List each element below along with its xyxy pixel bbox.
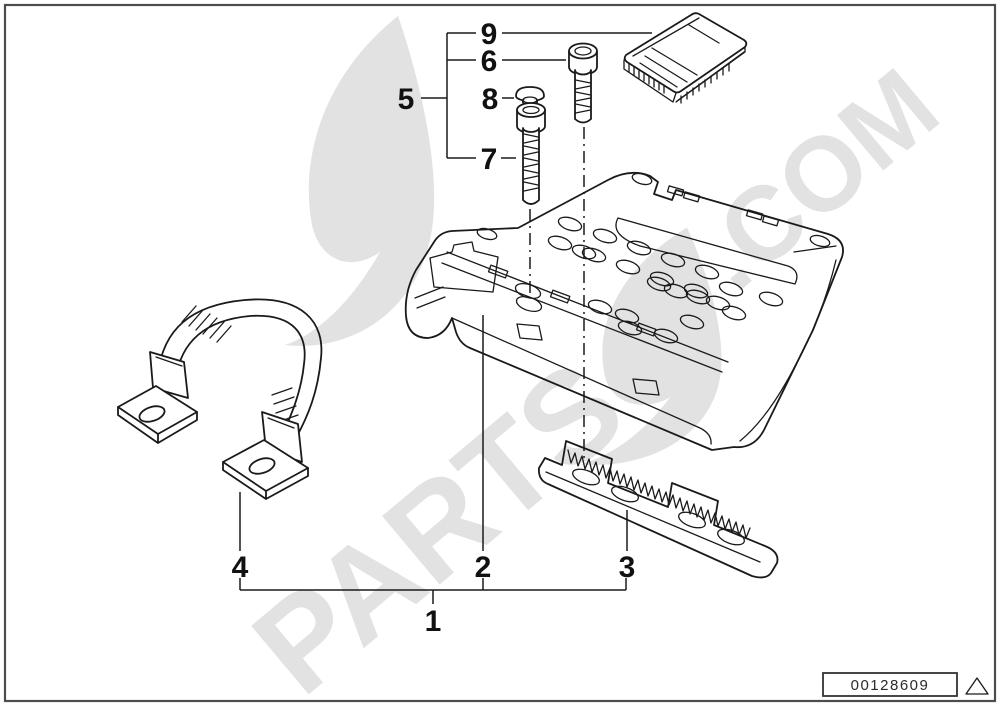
footer: 00128609 bbox=[822, 672, 989, 697]
callout-6: 6 bbox=[481, 45, 498, 78]
part-rack-base-plate bbox=[404, 171, 844, 451]
callout-8: 8 bbox=[482, 83, 499, 116]
part-screw-long bbox=[516, 102, 546, 205]
drawing-number-box bbox=[822, 672, 958, 697]
watermark-flame2-icon bbox=[579, 227, 722, 466]
strap-right-bracket bbox=[222, 411, 309, 500]
part-screw-short bbox=[568, 42, 598, 124]
watermark-flame-icon bbox=[285, 16, 435, 346]
assembly-centerlines bbox=[529, 127, 585, 458]
plate-holes bbox=[476, 172, 831, 344]
part-manual-booklet bbox=[623, 12, 748, 104]
callout-2: 2 bbox=[475, 551, 492, 584]
callout-labels: 9 6 5 8 7 4 2 3 1 bbox=[232, 18, 636, 638]
strap-left-bracket bbox=[117, 351, 198, 444]
delta-marker-icon bbox=[965, 677, 989, 695]
watermark: PARTS .COM bbox=[226, 16, 960, 707]
callout-1: 1 bbox=[425, 605, 442, 638]
callout-5: 5 bbox=[398, 83, 415, 116]
callout-3: 3 bbox=[619, 551, 636, 584]
part-mounting-rail bbox=[538, 440, 779, 579]
callout-4: 4 bbox=[232, 551, 249, 584]
page-border-frame bbox=[3, 3, 997, 703]
callout-7: 7 bbox=[481, 143, 498, 176]
drawing-number: 00128609 bbox=[851, 677, 930, 694]
callout-leader-lines bbox=[239, 32, 652, 604]
part-strap-handle bbox=[117, 298, 323, 500]
callout-9: 9 bbox=[481, 18, 498, 51]
